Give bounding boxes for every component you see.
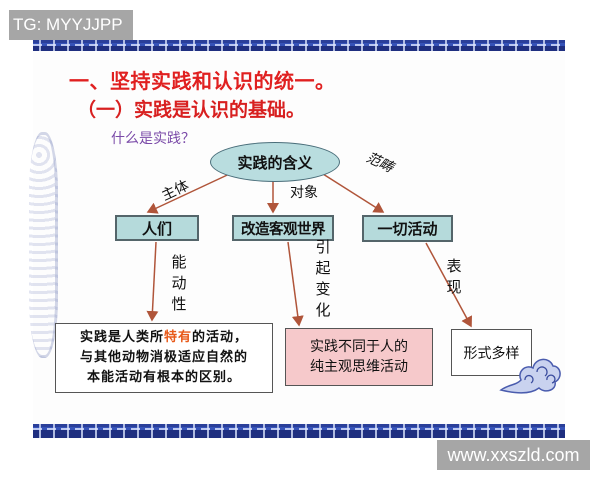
slide-title: 一、坚持实践和认识的统一。: [69, 69, 336, 93]
node-transform-world: 改造客观世界: [232, 215, 334, 241]
result-box-human-activity: 实践是人类所特有的活动， 与其他动物消极适应自然的 本能活动有根本的区别。: [55, 323, 273, 393]
result-text: 的活动，: [192, 330, 249, 345]
top-decorative-border: [33, 40, 565, 51]
result-text: 与其他动物消极适应自然的: [79, 350, 248, 365]
question-text: 什么是实践？: [111, 131, 195, 147]
slide: 一、坚持实践和认识的统一。 （一）实践是认识的基础。 什么是实践？ 实践的含义 …: [29, 40, 565, 439]
left-ornament: [29, 132, 58, 358]
result-text: 实践是人类所: [79, 330, 164, 345]
node-all-activities: 一切活动: [362, 215, 453, 242]
result-text: 纯主观思维活动: [310, 359, 408, 375]
edge-label-initiative: 能动性: [171, 253, 187, 313]
root-node: 实践的含义: [210, 142, 340, 182]
result-text: 实践不同于人的: [310, 339, 408, 355]
edge-label-manifestation: 表现: [446, 257, 462, 296]
result-box-diverse-forms: 形式多样: [451, 329, 532, 376]
watermark-bottom-right: www.xxszld.com: [437, 440, 590, 470]
bottom-decorative-border: [33, 424, 565, 438]
cloud-ornament-icon: [499, 358, 561, 394]
edge-label-object: 对象: [290, 185, 318, 201]
highlight-text: 特有: [163, 330, 192, 345]
diagram-arrows: [146, 169, 472, 328]
watermark-top-left: TG: MYYJJPP: [9, 10, 133, 40]
result-box-not-subjective: 实践不同于人的 纯主观思维活动: [285, 328, 433, 386]
result-text: 本能活动有根本的区别。: [86, 370, 241, 385]
node-people: 人们: [115, 215, 199, 241]
edge-label-cause-change: 引起变化: [315, 238, 331, 319]
slide-subtitle: （一）实践是认识的基础。: [77, 99, 306, 121]
